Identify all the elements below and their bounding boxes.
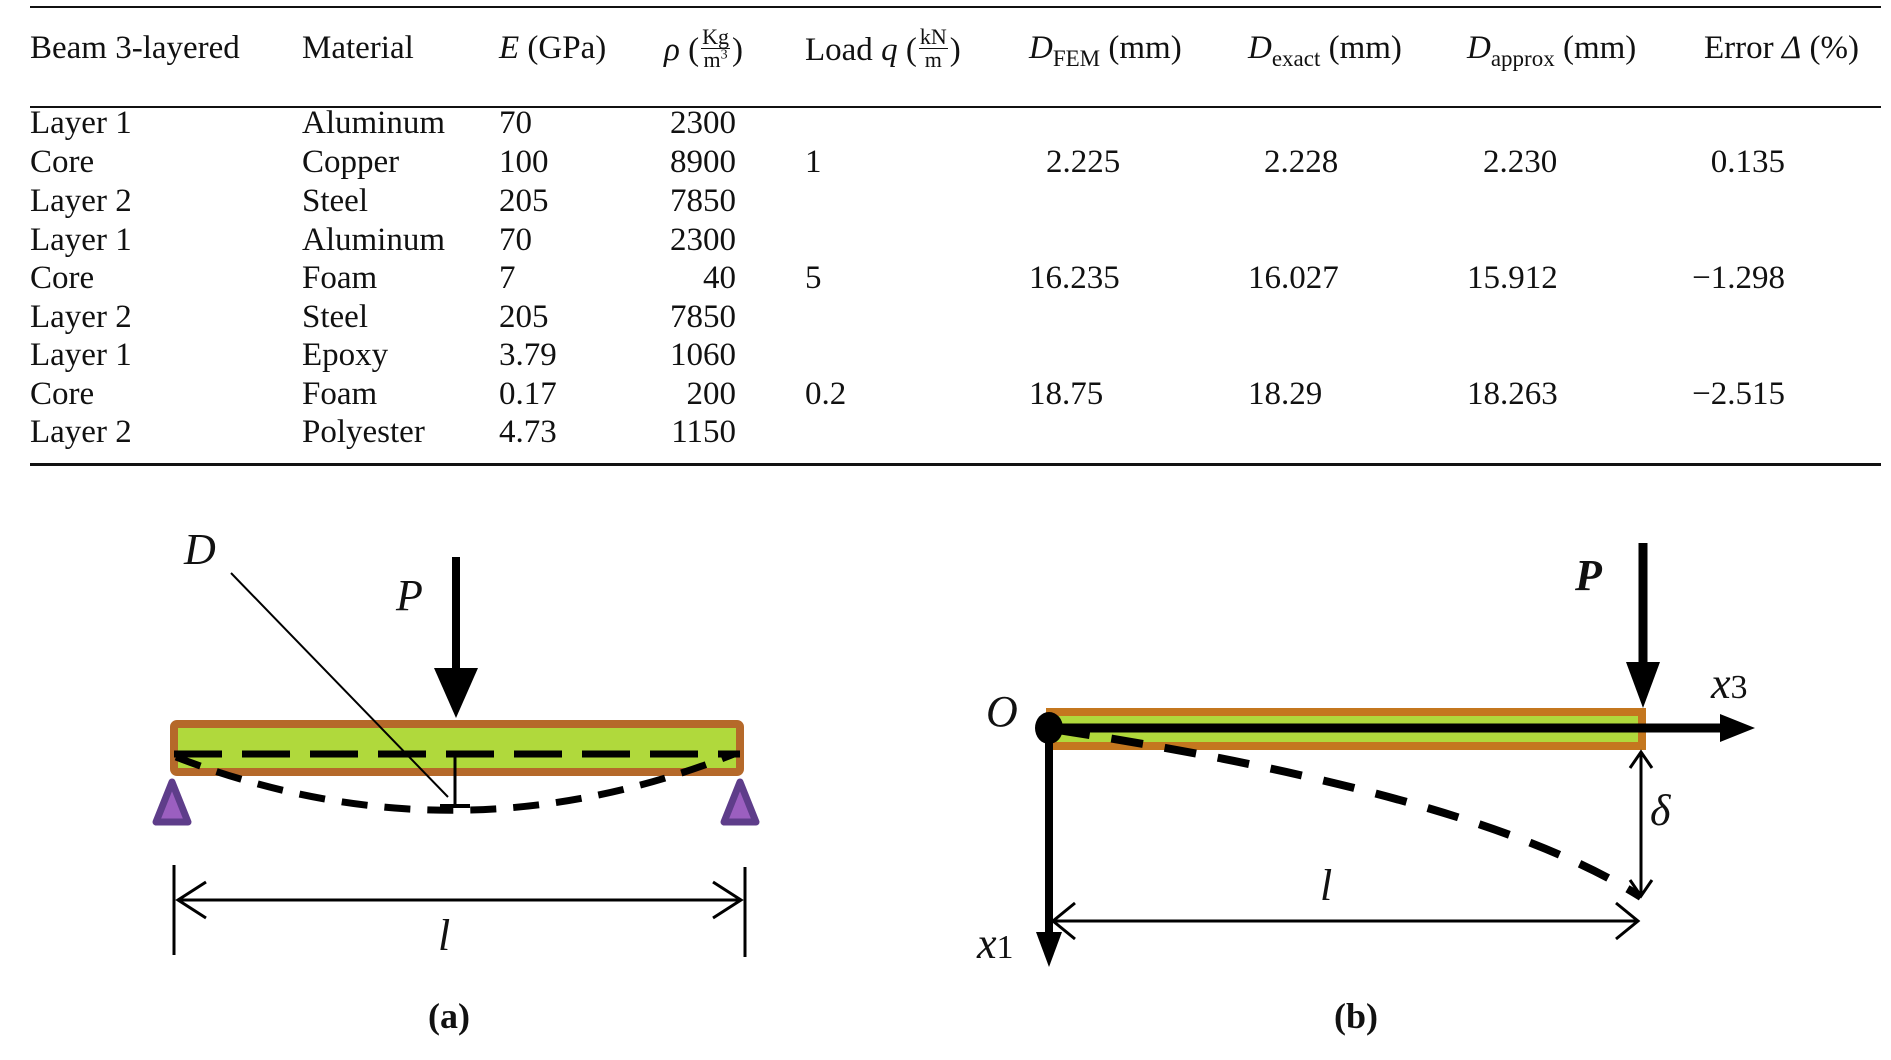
cell-layer: Layer 1 bbox=[30, 105, 132, 141]
header-material: Material bbox=[302, 30, 414, 66]
cell-E: 7 bbox=[499, 260, 516, 296]
cell-error: −1.298 bbox=[1692, 260, 1785, 296]
cell-layer: Layer 1 bbox=[30, 337, 132, 373]
cell-error: −2.515 bbox=[1692, 376, 1785, 412]
cell-rho: 200 bbox=[686, 376, 737, 412]
label-x1: x1 bbox=[977, 919, 1014, 968]
cell-rho: 40 bbox=[703, 260, 736, 296]
cell-material: Aluminum bbox=[302, 105, 446, 141]
cell-material: Aluminum bbox=[302, 222, 446, 258]
cell-load: 0.2 bbox=[805, 376, 847, 412]
label-P-b: P bbox=[1575, 551, 1602, 600]
header-beam: Beam 3-layered bbox=[30, 30, 240, 66]
cell-E: 0.17 bbox=[499, 376, 557, 412]
table-top-rule bbox=[30, 6, 1881, 8]
cell-material: Copper bbox=[302, 144, 400, 180]
cell-rho: 1150 bbox=[671, 414, 736, 450]
support-right bbox=[720, 778, 760, 826]
cell-E: 70 bbox=[499, 222, 532, 258]
cell-layer: Core bbox=[30, 376, 95, 412]
cell-layer: Layer 1 bbox=[30, 222, 132, 258]
cell-layer: Layer 2 bbox=[30, 299, 132, 335]
cell-d-approx: 18.263 bbox=[1467, 376, 1558, 412]
caption-a: (a) bbox=[428, 996, 470, 1036]
header-E: E (GPa) bbox=[499, 30, 607, 66]
cell-material: Foam bbox=[302, 376, 378, 412]
cell-d-approx: 15.912 bbox=[1467, 260, 1558, 296]
cell-rho: 8900 bbox=[670, 144, 736, 180]
cell-rho: 7850 bbox=[670, 299, 736, 335]
cell-layer: Core bbox=[30, 260, 95, 296]
cell-error: 0.135 bbox=[1710, 144, 1785, 180]
cell-E: 205 bbox=[499, 299, 549, 335]
cell-rho: 1060 bbox=[670, 337, 736, 373]
cell-E: 70 bbox=[499, 105, 532, 141]
cell-layer: Layer 2 bbox=[30, 183, 132, 219]
deflection-curve-a bbox=[174, 750, 736, 814]
label-l-b: l bbox=[1320, 861, 1333, 910]
cell-E: 205 bbox=[499, 183, 549, 219]
caption-b: (b) bbox=[1334, 996, 1378, 1036]
table-header-rule bbox=[30, 106, 1881, 108]
header-d-approx: Dapprox (mm) bbox=[1467, 30, 1637, 71]
cell-d-fem: 18.75 bbox=[1029, 376, 1104, 412]
cell-layer: Core bbox=[30, 144, 95, 180]
cell-layer: Layer 2 bbox=[30, 414, 132, 450]
cell-d-approx: 2.230 bbox=[1483, 144, 1558, 180]
deflection-curve-b bbox=[1057, 726, 1644, 901]
header-error: Error Δ (%) bbox=[1704, 30, 1859, 66]
cell-material: Polyester bbox=[302, 414, 425, 450]
cell-E: 4.73 bbox=[499, 414, 557, 450]
cell-d-fem: 16.235 bbox=[1029, 260, 1120, 296]
header-d-exact: Dexact (mm) bbox=[1248, 30, 1402, 71]
cell-material: Steel bbox=[302, 183, 368, 219]
cell-load: 5 bbox=[805, 260, 822, 296]
label-delta: δ bbox=[1650, 786, 1671, 835]
cell-E: 3.79 bbox=[499, 337, 557, 373]
D-leader-line bbox=[230, 572, 449, 798]
cell-load: 1 bbox=[805, 144, 822, 180]
cell-rho: 2300 bbox=[670, 222, 736, 258]
table-bottom-rule bbox=[30, 463, 1881, 466]
cell-material: Epoxy bbox=[302, 337, 389, 373]
label-O: O bbox=[986, 687, 1018, 736]
label-x3: x3 bbox=[1711, 659, 1748, 708]
cell-d-exact: 2.228 bbox=[1264, 144, 1339, 180]
beam-a bbox=[170, 720, 744, 776]
support-left bbox=[152, 778, 192, 826]
cell-E: 100 bbox=[499, 144, 549, 180]
origin-point bbox=[1035, 712, 1063, 744]
header-d-fem: DFEM (mm) bbox=[1029, 30, 1182, 71]
cell-material: Foam bbox=[302, 260, 378, 296]
cell-d-exact: 18.29 bbox=[1248, 376, 1323, 412]
cell-rho: 2300 bbox=[670, 105, 736, 141]
cell-rho: 7850 bbox=[670, 183, 736, 219]
label-D: D bbox=[184, 525, 216, 574]
label-P-a: P bbox=[396, 571, 423, 620]
cell-material: Steel bbox=[302, 299, 368, 335]
label-l-a: l bbox=[438, 911, 451, 960]
cell-d-exact: 16.027 bbox=[1248, 260, 1339, 296]
cell-d-fem: 2.225 bbox=[1046, 144, 1121, 180]
